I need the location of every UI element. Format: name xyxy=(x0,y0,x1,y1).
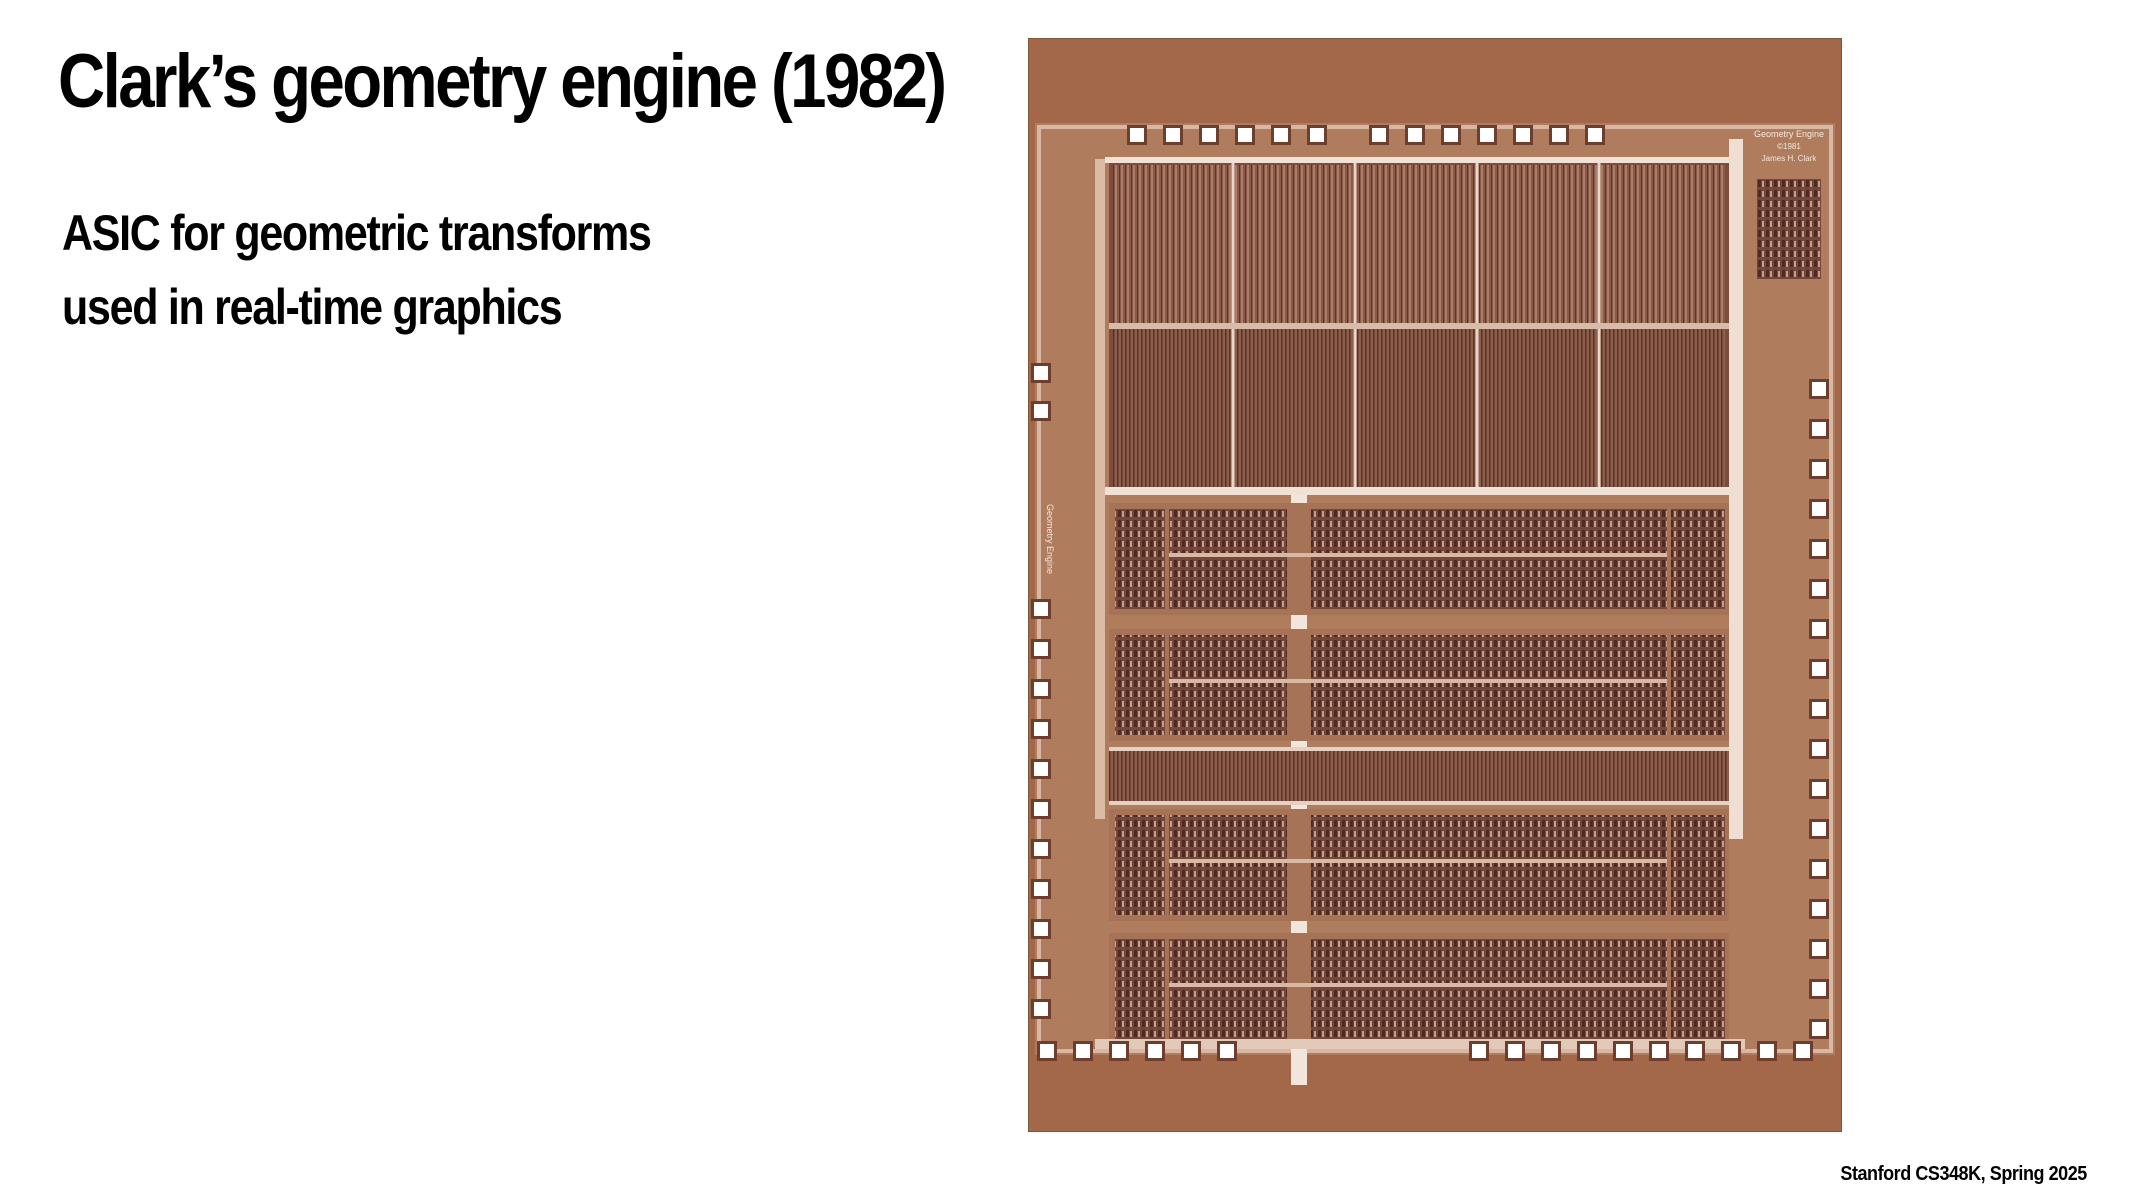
slide-footer: Stanford CS348K, Spring 2025 xyxy=(1840,1163,2088,1185)
bond-pad xyxy=(1541,1041,1561,1061)
bond-pad xyxy=(1809,859,1829,879)
bond-pad xyxy=(1031,599,1051,619)
bond-pad xyxy=(1757,1041,1777,1061)
bond-pad xyxy=(1809,699,1829,719)
subtitle-line-1: ASIC for geometric transforms xyxy=(62,205,652,261)
bond-pad xyxy=(1809,499,1829,519)
bond-pad xyxy=(1809,739,1829,759)
bond-pad xyxy=(1441,125,1461,145)
bond-pad xyxy=(1809,1019,1829,1039)
bond-pad xyxy=(1199,125,1219,145)
bond-pad xyxy=(1649,1041,1669,1061)
bond-pad xyxy=(1031,401,1051,421)
bond-pad xyxy=(1163,125,1183,145)
subtitle-line-2: used in real-time graphics xyxy=(62,279,563,335)
bond-pad xyxy=(1809,379,1829,399)
bond-pad xyxy=(1809,779,1829,799)
die-label-line-1: Geometry Engine xyxy=(1754,129,1824,139)
bond-pad xyxy=(1181,1041,1201,1061)
bond-pad xyxy=(1405,125,1425,145)
bond-pad xyxy=(1031,839,1051,859)
bond-pad xyxy=(1549,125,1569,145)
bond-pad xyxy=(1613,1041,1633,1061)
die-label-line-3: James H. Clark xyxy=(1762,154,1818,163)
bond-pad xyxy=(1031,363,1051,383)
bond-pad xyxy=(1721,1041,1741,1061)
bond-pad xyxy=(1809,979,1829,999)
bond-pad xyxy=(1513,125,1533,145)
bond-pad xyxy=(1809,619,1829,639)
bond-pad xyxy=(1809,459,1829,479)
bond-pad xyxy=(1031,639,1051,659)
bond-pad xyxy=(1809,419,1829,439)
bond-pad xyxy=(1031,919,1051,939)
processing-slice xyxy=(1109,809,1729,921)
bond-pad xyxy=(1145,1041,1165,1061)
processing-slice xyxy=(1109,629,1729,741)
bond-pad xyxy=(1809,899,1829,919)
processing-slice xyxy=(1109,933,1729,1045)
bond-pad xyxy=(1477,125,1497,145)
bond-pad xyxy=(1685,1041,1705,1061)
bond-pad xyxy=(1031,719,1051,739)
bond-pad xyxy=(1469,1041,1489,1061)
bond-pad xyxy=(1235,125,1255,145)
bond-pad xyxy=(1217,1041,1237,1061)
die-label-vertical: Geometry Engine xyxy=(1045,504,1055,574)
bond-pad xyxy=(1073,1041,1093,1061)
bond-pad xyxy=(1031,879,1051,899)
bond-pad xyxy=(1505,1041,1525,1061)
processing-slice xyxy=(1109,503,1729,615)
bond-pad xyxy=(1809,659,1829,679)
bond-pad xyxy=(1809,939,1829,959)
bond-pad xyxy=(1031,799,1051,819)
bond-pad xyxy=(1031,679,1051,699)
slide-title: Clark’s geometry engine (1982) xyxy=(58,39,947,124)
bond-pad xyxy=(1793,1041,1813,1061)
geometry-engine-die-photo: Geometry Engine ©1981 James H. Clark Geo… xyxy=(1028,38,1842,1132)
bond-pad xyxy=(1809,819,1829,839)
die-image: Geometry Engine ©1981 James H. Clark Geo… xyxy=(1029,39,1841,1131)
bond-pad xyxy=(1031,759,1051,779)
slide-subtitle: ASIC for geometric transforms used in re… xyxy=(62,196,652,344)
bond-pad xyxy=(1031,959,1051,979)
bond-pad xyxy=(1577,1041,1597,1061)
bond-pad xyxy=(1127,125,1147,145)
bond-pad xyxy=(1271,125,1291,145)
bond-pad xyxy=(1037,1041,1057,1061)
bond-pad xyxy=(1031,999,1051,1019)
bond-pad xyxy=(1307,125,1327,145)
bond-pad xyxy=(1809,579,1829,599)
die-label-line-2: ©1981 xyxy=(1777,142,1801,151)
bond-pad xyxy=(1369,125,1389,145)
bond-pad xyxy=(1585,125,1605,145)
bond-pad xyxy=(1109,1041,1129,1061)
bond-pad xyxy=(1809,539,1829,559)
